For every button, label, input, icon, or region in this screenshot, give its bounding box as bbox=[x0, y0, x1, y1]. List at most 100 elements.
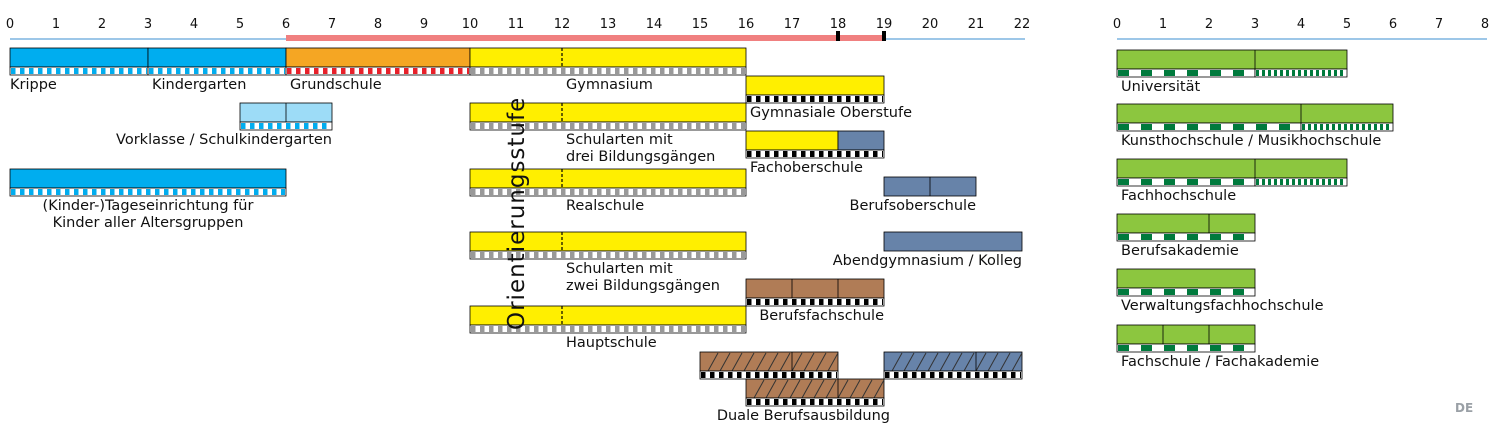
strip-cell bbox=[200, 189, 205, 195]
strip-cell bbox=[687, 189, 692, 195]
strip-cell bbox=[615, 68, 620, 74]
strip-cell bbox=[588, 326, 593, 332]
bar-fill bbox=[745, 75, 885, 96]
strip-cell bbox=[579, 123, 584, 129]
strip-cell bbox=[705, 189, 710, 195]
strip-cell bbox=[705, 123, 710, 129]
strip-cell bbox=[1141, 179, 1152, 185]
strip-cell bbox=[741, 326, 745, 332]
strip-cell bbox=[1328, 70, 1331, 76]
strip-cell bbox=[1340, 70, 1343, 76]
strip-cell bbox=[110, 189, 115, 195]
strip-cell bbox=[588, 252, 593, 258]
strip-cell bbox=[687, 123, 692, 129]
strip-cell bbox=[660, 252, 665, 258]
axis-tick-label: 13 bbox=[600, 17, 617, 32]
strip-cell bbox=[534, 68, 539, 74]
strip-cell bbox=[696, 189, 701, 195]
strip-cell bbox=[1256, 124, 1267, 130]
pattern-strip bbox=[699, 370, 839, 380]
tertiary-fachschule: Fachschule / Fachakademie bbox=[1116, 324, 1319, 370]
strip-cell bbox=[1233, 70, 1244, 76]
strip-cell bbox=[1187, 70, 1198, 76]
strip-cell bbox=[1298, 179, 1301, 185]
strip-cell bbox=[1256, 70, 1259, 76]
bar-fill bbox=[9, 168, 287, 189]
strip-cell bbox=[873, 151, 878, 157]
strip-cell bbox=[882, 399, 883, 405]
strip-cell bbox=[259, 123, 264, 129]
strip-cell bbox=[651, 252, 656, 258]
strip-cell bbox=[714, 326, 719, 332]
strip-cell bbox=[471, 123, 476, 129]
strip-cell bbox=[1368, 124, 1371, 130]
tertiary-berufsakademie: Berufsakademie bbox=[1116, 213, 1256, 259]
strip-cell bbox=[579, 189, 584, 195]
strip-cell bbox=[1268, 70, 1271, 76]
strip-cell bbox=[782, 372, 787, 378]
strip-cell bbox=[882, 299, 883, 305]
strip-cell bbox=[11, 189, 16, 195]
strip-cell bbox=[498, 189, 503, 195]
hatch-line bbox=[987, 352, 999, 372]
strip-cell bbox=[350, 68, 355, 74]
axis-tick-label: 21 bbox=[968, 17, 985, 32]
strip-cell bbox=[741, 252, 745, 258]
pattern-strip bbox=[9, 66, 149, 76]
strip-cell bbox=[642, 326, 647, 332]
strip-cell bbox=[525, 189, 530, 195]
strip-cell bbox=[230, 68, 235, 74]
bar-realschule: Realschule bbox=[469, 168, 747, 214]
strip-cell bbox=[158, 68, 163, 74]
strip-cell bbox=[801, 96, 806, 102]
strip-cell bbox=[1141, 70, 1152, 76]
strip-cell bbox=[471, 68, 476, 74]
strip-cell bbox=[765, 399, 770, 405]
strip-cell bbox=[1233, 234, 1244, 240]
strip-cell bbox=[765, 151, 770, 157]
hatch-line bbox=[975, 352, 987, 372]
compulsory-end-marker bbox=[882, 31, 886, 41]
bar-fill bbox=[9, 47, 149, 68]
hatch-line bbox=[939, 352, 951, 372]
strip-cell bbox=[624, 123, 629, 129]
strip-cell bbox=[65, 189, 70, 195]
strip-cell bbox=[773, 372, 778, 378]
strip-cell bbox=[507, 123, 512, 129]
bar-label: Berufsoberschule bbox=[850, 198, 977, 214]
strip-cell bbox=[1344, 124, 1347, 130]
strip-cell bbox=[1141, 345, 1152, 351]
strip-cell bbox=[155, 189, 160, 195]
strip-cell bbox=[498, 326, 503, 332]
strip-cell bbox=[534, 252, 539, 258]
strip-cell bbox=[669, 252, 674, 258]
bar-grundschule: Grundschule bbox=[285, 47, 471, 93]
compulsory-end-marker bbox=[836, 31, 840, 41]
tertiary-tick-label: 0 bbox=[1113, 17, 1121, 32]
strip-cell bbox=[1274, 179, 1277, 185]
hatch-line bbox=[779, 352, 791, 372]
pattern-strip bbox=[745, 297, 885, 307]
strip-cell bbox=[864, 399, 869, 405]
bar-label-line: zwei Bildungsgängen bbox=[566, 278, 720, 294]
strip-cell bbox=[719, 372, 724, 378]
strip-cell bbox=[570, 68, 575, 74]
strip-cell bbox=[552, 326, 557, 332]
strip-cell bbox=[1328, 179, 1331, 185]
strip-cell bbox=[1316, 179, 1319, 185]
tertiary-label: Fachhochschule bbox=[1121, 188, 1236, 204]
strip-cell bbox=[710, 372, 715, 378]
strip-cell bbox=[1310, 70, 1313, 76]
strip-cell bbox=[1322, 70, 1325, 76]
strip-cell bbox=[873, 399, 878, 405]
strip-cell bbox=[579, 68, 584, 74]
strip-cell bbox=[705, 68, 710, 74]
strip-cell bbox=[1310, 179, 1313, 185]
strip-cell bbox=[1118, 345, 1129, 351]
strip-cell bbox=[828, 96, 833, 102]
strip-cell bbox=[286, 123, 291, 129]
strip-cell bbox=[525, 68, 530, 74]
strip-cell bbox=[1308, 124, 1311, 130]
